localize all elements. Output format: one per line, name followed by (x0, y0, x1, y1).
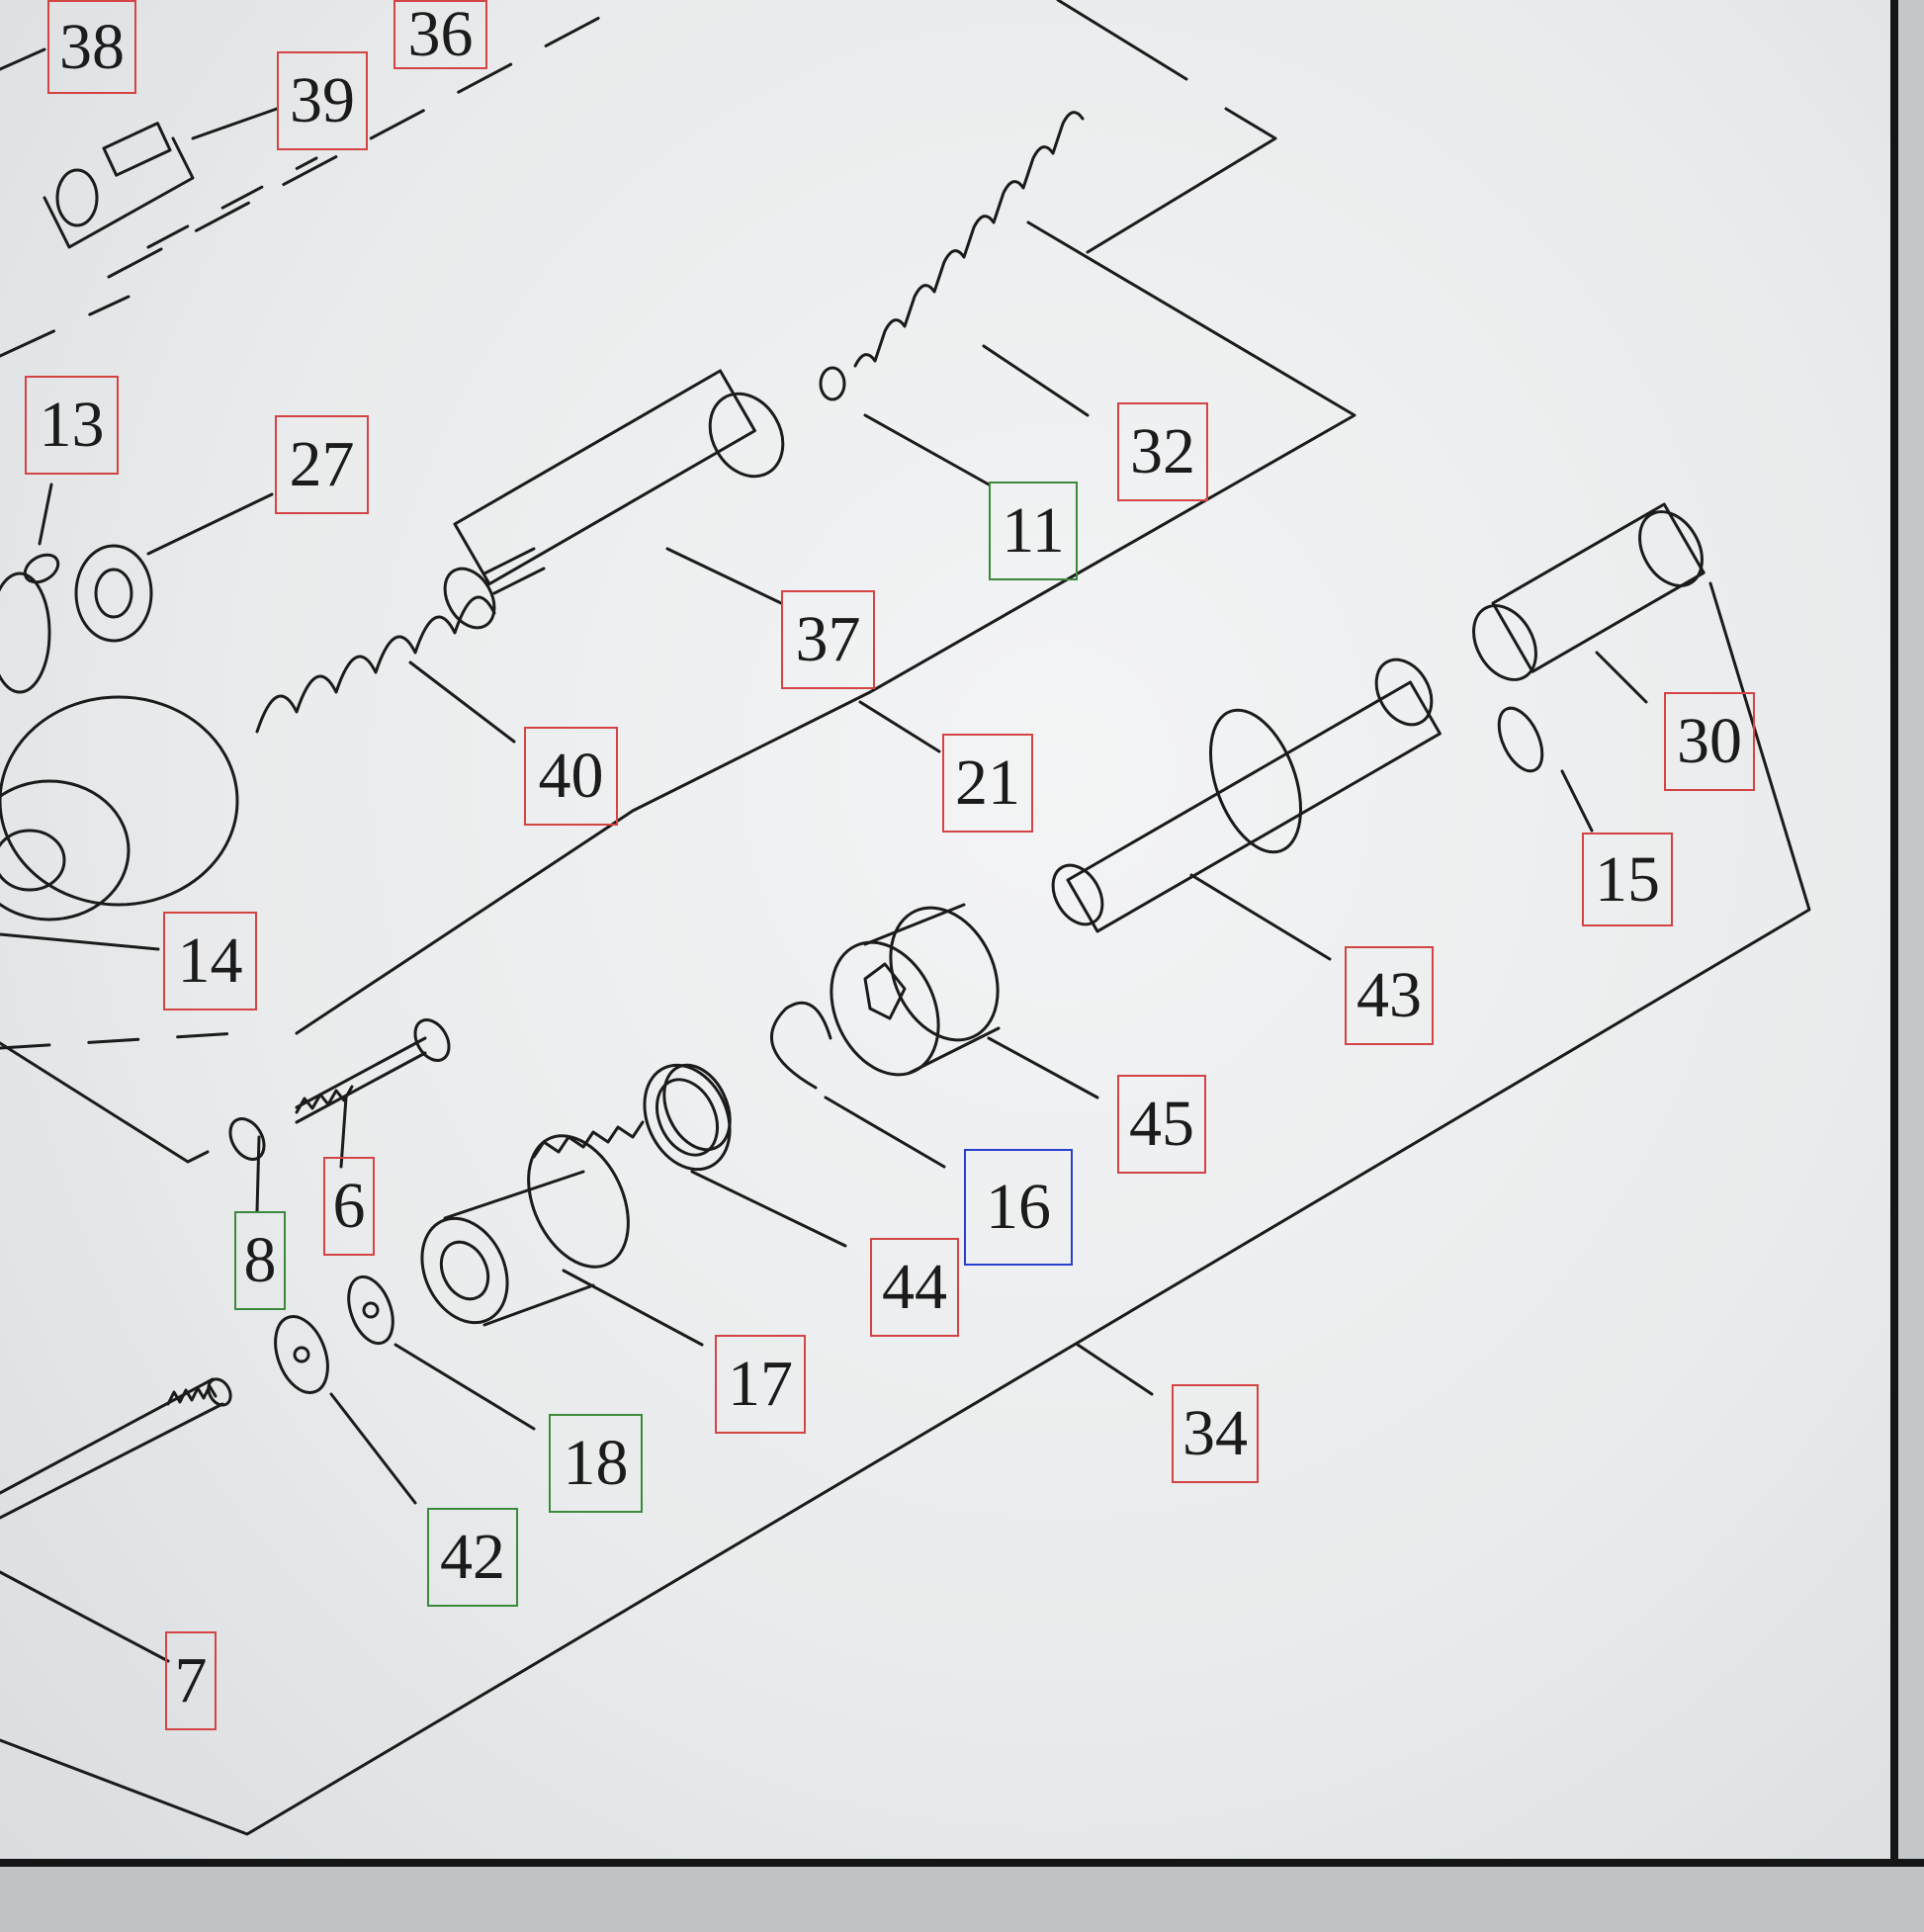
callout-40[interactable]: 40 (524, 727, 618, 826)
washer-42 (274, 1315, 329, 1394)
callout-18[interactable]: 18 (549, 1414, 643, 1513)
callout-7[interactable]: 7 (165, 1631, 217, 1730)
callout-32[interactable]: 32 (1117, 402, 1208, 501)
bushing-27 (74, 544, 153, 643)
shaft-43 (1051, 658, 1442, 933)
monitor-bezel-right (1890, 0, 1924, 1867)
callout-6[interactable]: 6 (323, 1157, 375, 1256)
upper-frame-outline (0, 0, 1356, 1035)
callout-11[interactable]: 11 (989, 482, 1078, 580)
callout-16[interactable]: 16 (964, 1149, 1073, 1266)
lower-frame-outline (0, 581, 1811, 1836)
clip-16 (769, 1001, 832, 1090)
rod-7 (0, 1377, 232, 1520)
sleeve-30 (1472, 502, 1705, 681)
spring-32 (819, 111, 1085, 401)
washer-8 (228, 1117, 266, 1161)
callout-45[interactable]: 45 (1117, 1075, 1206, 1174)
callout-42[interactable]: 42 (427, 1508, 518, 1607)
callout-34[interactable]: 34 (1172, 1384, 1259, 1483)
gear-14 (0, 571, 239, 922)
bolt-6 (295, 1018, 451, 1124)
screw-39 (43, 122, 195, 249)
callout-30[interactable]: 30 (1664, 692, 1755, 791)
leader-lines (0, 47, 1648, 1663)
monitor-bezel-bottom (0, 1859, 1924, 1932)
callout-37[interactable]: 37 (781, 590, 875, 689)
callout-36[interactable]: 36 (394, 0, 487, 69)
callout-15[interactable]: 15 (1582, 833, 1673, 926)
washer-18 (347, 1274, 394, 1346)
callout-14[interactable]: 14 (163, 912, 257, 1010)
clutch-45 (830, 903, 1001, 1077)
callout-21[interactable]: 21 (942, 734, 1033, 833)
callout-8[interactable]: 8 (234, 1211, 286, 1310)
callout-27[interactable]: 27 (275, 415, 369, 514)
spring-44 (643, 1063, 732, 1172)
callout-44[interactable]: 44 (870, 1238, 959, 1337)
callout-43[interactable]: 43 (1345, 946, 1434, 1045)
pin-13 (23, 553, 60, 584)
shaft-37 (443, 369, 785, 630)
callout-38[interactable]: 38 (47, 0, 136, 94)
callout-13[interactable]: 13 (25, 376, 119, 475)
spring-40 (255, 595, 496, 734)
ring-15 (1497, 706, 1544, 773)
gear-17 (420, 1120, 645, 1327)
callout-17[interactable]: 17 (715, 1335, 806, 1434)
callout-39[interactable]: 39 (277, 51, 368, 150)
